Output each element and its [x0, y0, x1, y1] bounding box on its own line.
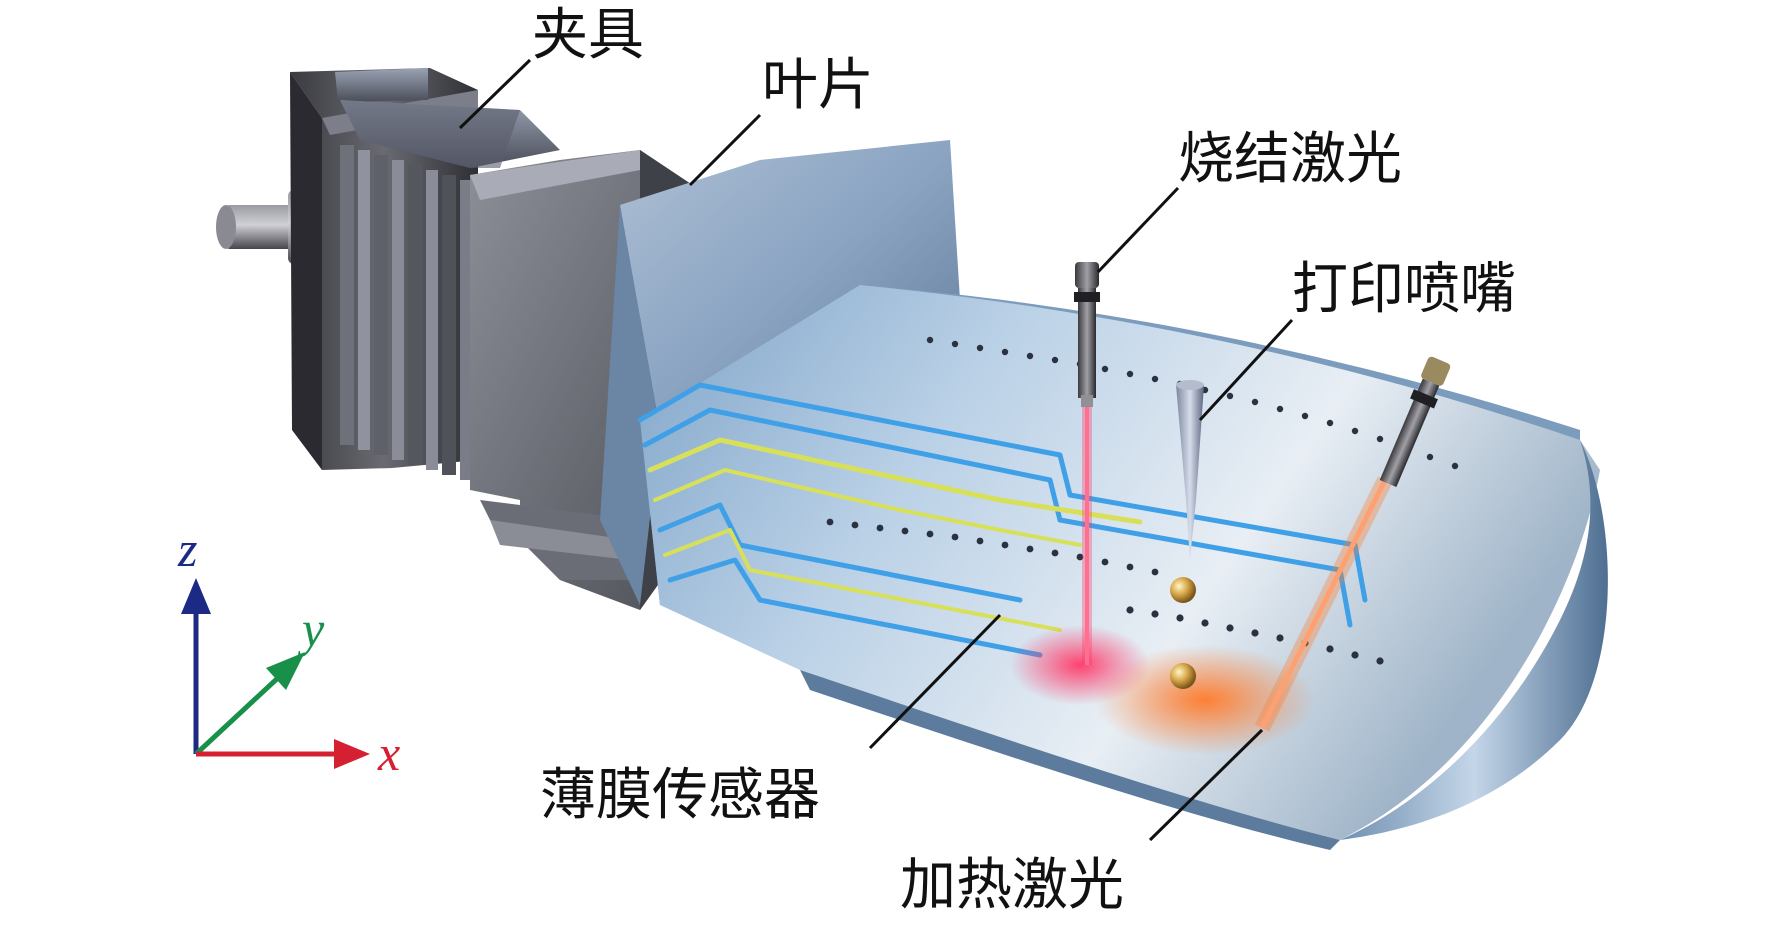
blade-platform: [600, 140, 960, 605]
label-fixture: 夹具: [532, 3, 644, 68]
fixture: [290, 68, 560, 480]
y-axis: [194, 674, 282, 756]
y-axis-arrowhead: [266, 652, 305, 690]
leader-thin-film-sensor: [868, 613, 1002, 750]
cooling-holes-middle: [826, 518, 1159, 576]
leader-fixture: [458, 58, 532, 130]
label-thin-film-sensor: 薄膜传感器: [540, 763, 820, 828]
leader-heating-laser: [1148, 728, 1264, 842]
deposit-ball-upper: [1170, 577, 1196, 603]
heating-glow: [1095, 645, 1315, 755]
axis-label-y: y: [302, 601, 325, 657]
print-nozzle: [1176, 380, 1204, 560]
z-axis-arrowhead: [181, 578, 211, 614]
blade: [640, 285, 1608, 850]
axis-label-z: z: [178, 521, 198, 577]
label-print-nozzle: 打印喷嘴: [1292, 257, 1516, 322]
leader-lines: [458, 58, 1294, 842]
axis-label-x: x: [378, 725, 401, 781]
sintering-laser: [1074, 262, 1100, 665]
thin-film-sensor-traces: [637, 382, 1368, 658]
heating-laser: [1254, 356, 1451, 732]
coordinate-axes: [181, 578, 370, 769]
x-axis-arrowhead: [334, 739, 370, 769]
leader-blade: [688, 113, 762, 187]
label-sintering-laser: 烧结激光: [1178, 127, 1402, 192]
deposit-ball-lower: [1170, 663, 1196, 689]
label-heating-laser: 加热激光: [900, 853, 1124, 918]
sintering-glow: [1010, 625, 1150, 705]
leader-sintering-laser: [1096, 186, 1180, 274]
leader-print-nozzle: [1198, 318, 1294, 422]
label-blade: 叶片: [762, 53, 874, 118]
